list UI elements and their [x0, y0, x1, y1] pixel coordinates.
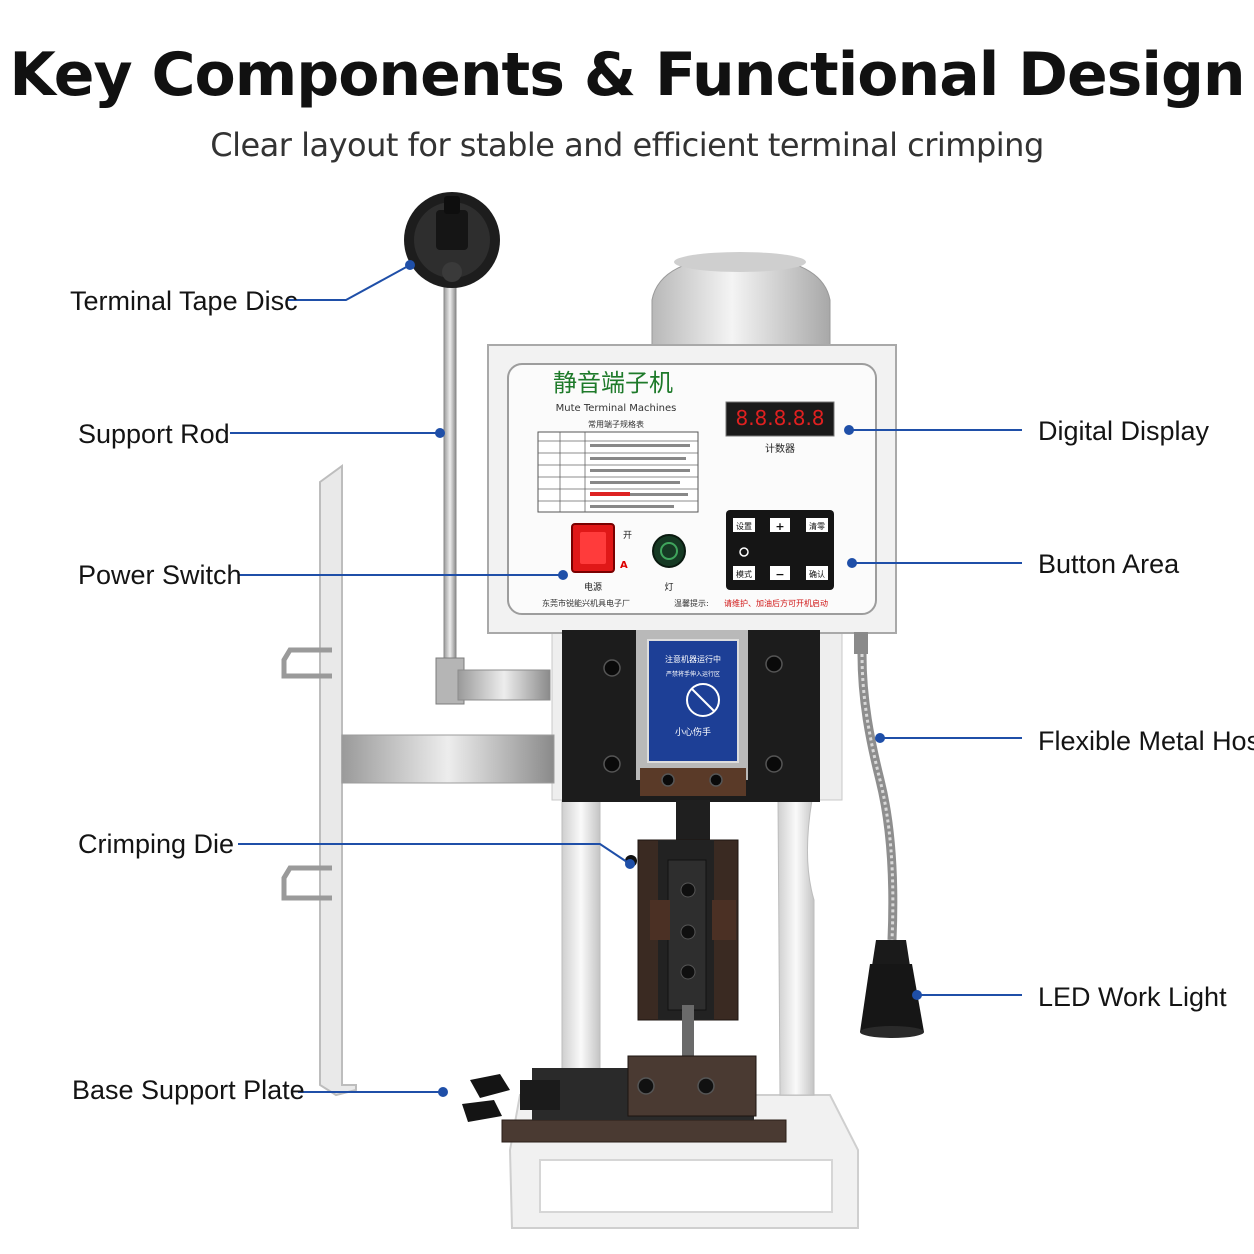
minus-button[interactable]: − — [775, 568, 784, 581]
clear-button[interactable]: 清零 — [809, 521, 825, 531]
plus-button[interactable]: + — [775, 520, 784, 533]
motor-dome — [651, 252, 831, 347]
counter-label: 计数器 — [765, 442, 795, 455]
page-subtitle: Clear layout for stable and efficient te… — [210, 126, 1044, 164]
panel-title-en: Mute Terminal Machines — [556, 403, 677, 414]
parameter-table-title: 常用端子规格表 — [588, 419, 644, 429]
callout-flexible-metal-hose: Flexible Metal Hose — [1038, 726, 1254, 756]
press-head — [562, 630, 820, 802]
callout-lines — [230, 264, 1022, 1093]
callout-crimping-die: Crimping Die — [78, 829, 235, 859]
callout-dot-led — [912, 990, 922, 1000]
callout-dot-crimping-die — [625, 859, 635, 869]
panel-title-cn: 静音端子机 — [553, 369, 673, 397]
led-work-light — [860, 940, 924, 1038]
safety-line-3: 小心伤手 — [675, 726, 711, 738]
callout-dots — [405, 260, 922, 1097]
page-title: Key Components & Functional Design — [9, 40, 1245, 110]
confirm-button[interactable]: 确认 — [809, 569, 825, 579]
light-label: 灯 — [664, 582, 673, 593]
callout-dot-hose — [875, 733, 885, 743]
switch-on-mark: 开 — [623, 530, 632, 541]
callout-dot-power-switch — [558, 570, 568, 580]
maker-text: 东莞市锐能兴机具电子厂 — [542, 598, 630, 608]
callout-button-area: Button Area — [1038, 549, 1180, 579]
side-bracket — [281, 464, 555, 1097]
safety-line-2: 严禁将手伸入运行区 — [666, 670, 720, 678]
set-button[interactable]: 设置 — [736, 521, 752, 531]
control-panel — [487, 344, 897, 634]
crimping-die — [625, 800, 739, 1065]
callout-dot-display — [844, 425, 854, 435]
callout-base-support-plate: Base Support Plate — [72, 1075, 305, 1105]
callout-dot-support-rod — [435, 428, 445, 438]
switch-letter: A — [620, 560, 628, 571]
callout-digital-display: Digital Display — [1038, 416, 1210, 446]
callout-support-rod: Support Rod — [78, 419, 230, 449]
base-support-plate — [462, 1055, 787, 1143]
callout-dot-base-plate — [438, 1087, 448, 1097]
counter-digits: 8.8.8.8.8 — [735, 406, 824, 430]
button-pad — [733, 518, 828, 580]
power-label: 电源 — [584, 581, 602, 593]
callout-terminal-tape-disc: Terminal Tape Disc — [70, 286, 298, 316]
callout-led-work-light: LED Work Light — [1038, 982, 1227, 1012]
warning-prefix: 温馨提示: — [674, 598, 709, 608]
callout-power-switch: Power Switch — [78, 560, 242, 590]
callout-dot-buttons — [847, 558, 857, 568]
callout-dot-tape-disc — [405, 260, 415, 270]
support-rod — [435, 269, 551, 705]
warning-text: 请维护、加油后方可开机启动 — [724, 598, 828, 608]
terminal-tape-disc — [404, 192, 500, 288]
flexible-metal-hose — [854, 632, 898, 941]
mode-button[interactable]: 模式 — [736, 569, 752, 579]
safety-line-1: 注意机器运行中 — [665, 654, 721, 664]
